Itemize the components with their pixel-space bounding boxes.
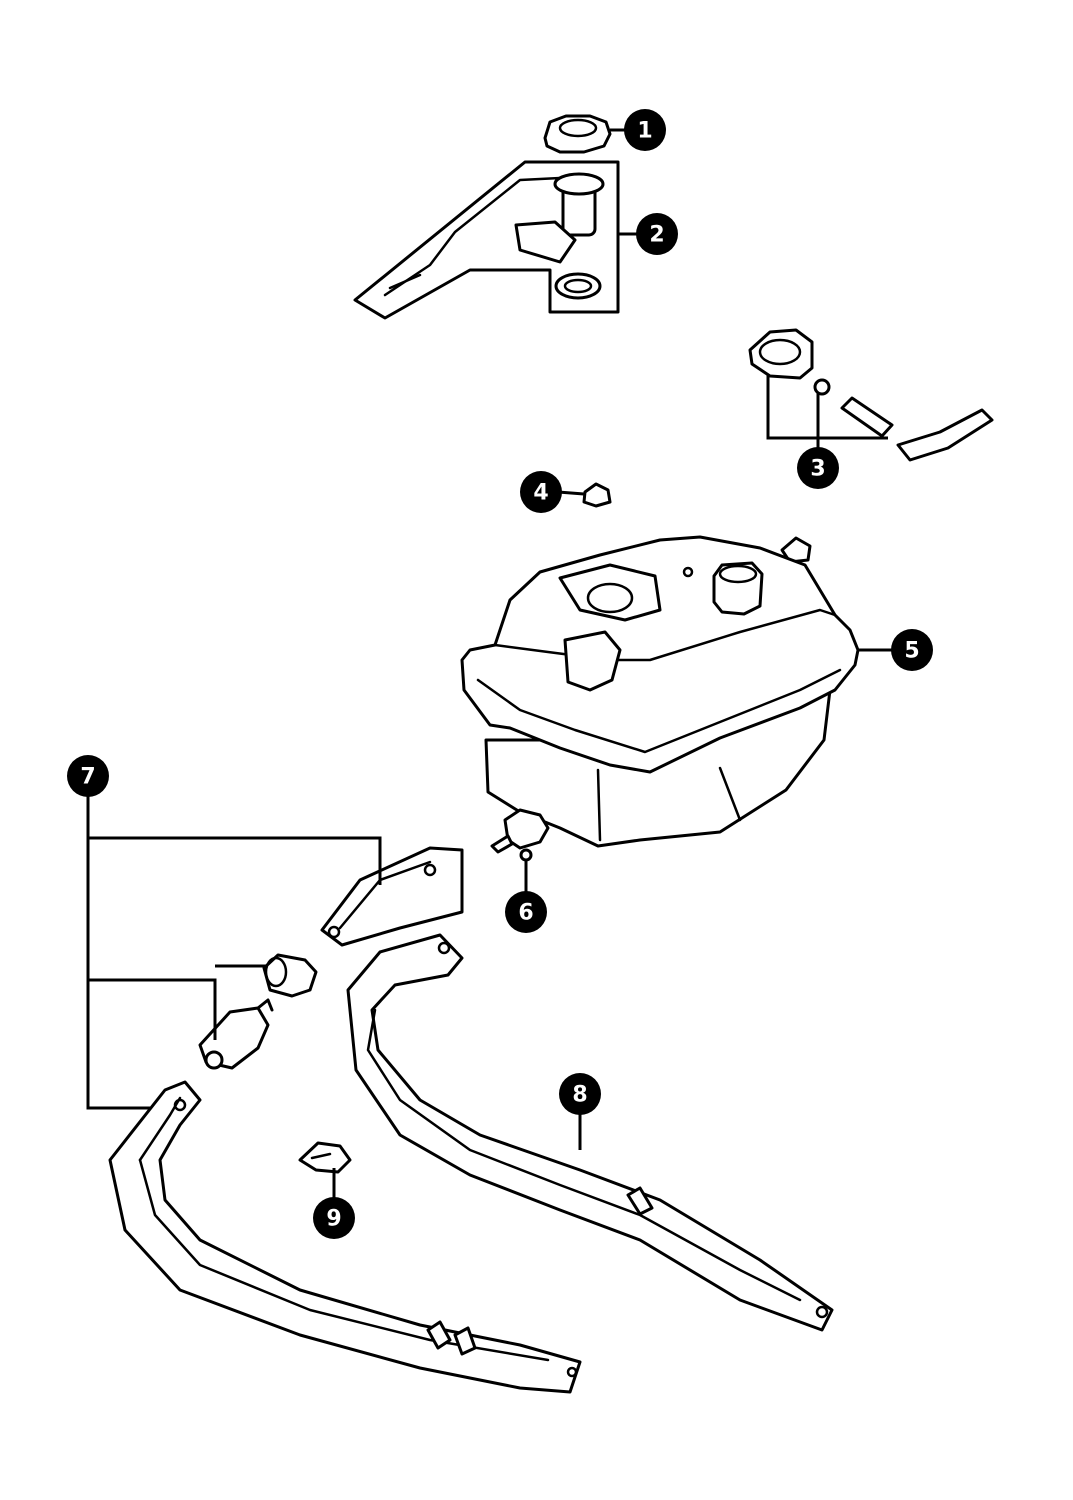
part-4-grommet	[582, 482, 612, 508]
leader-lines	[86, 128, 892, 1200]
callout-2: 2	[636, 213, 678, 255]
callout-9-label: 9	[326, 1207, 341, 1232]
part-5-fuel-tank	[460, 535, 860, 848]
callout-5: 5	[891, 629, 933, 671]
callout-1-label: 1	[637, 119, 652, 144]
callout-8-label: 8	[572, 1083, 587, 1108]
callout-9: 9	[313, 1197, 355, 1239]
callout-6: 6	[505, 891, 547, 933]
callout-7: 7	[67, 755, 109, 797]
part-1-cap-ring	[543, 114, 612, 154]
callout-4: 4	[520, 471, 562, 513]
callout-8: 8	[559, 1073, 601, 1115]
callout-3-label: 3	[810, 457, 825, 482]
callout-7-label: 7	[80, 765, 95, 790]
callout-6-label: 6	[518, 901, 533, 926]
part-8-cable	[346, 933, 834, 1332]
part-7-cable-group	[108, 846, 582, 1394]
part-3-filler-neck-hose	[748, 328, 994, 462]
callout-2-label: 2	[649, 223, 664, 248]
part-9-clip	[298, 1141, 352, 1174]
callout-1: 1	[624, 109, 666, 151]
callout-3: 3	[797, 447, 839, 489]
callout-4-label: 4	[533, 481, 548, 506]
part-2-fuel-pump-assembly	[353, 160, 620, 320]
part-6-fuel-tap	[490, 808, 550, 862]
callout-5-label: 5	[904, 639, 919, 664]
